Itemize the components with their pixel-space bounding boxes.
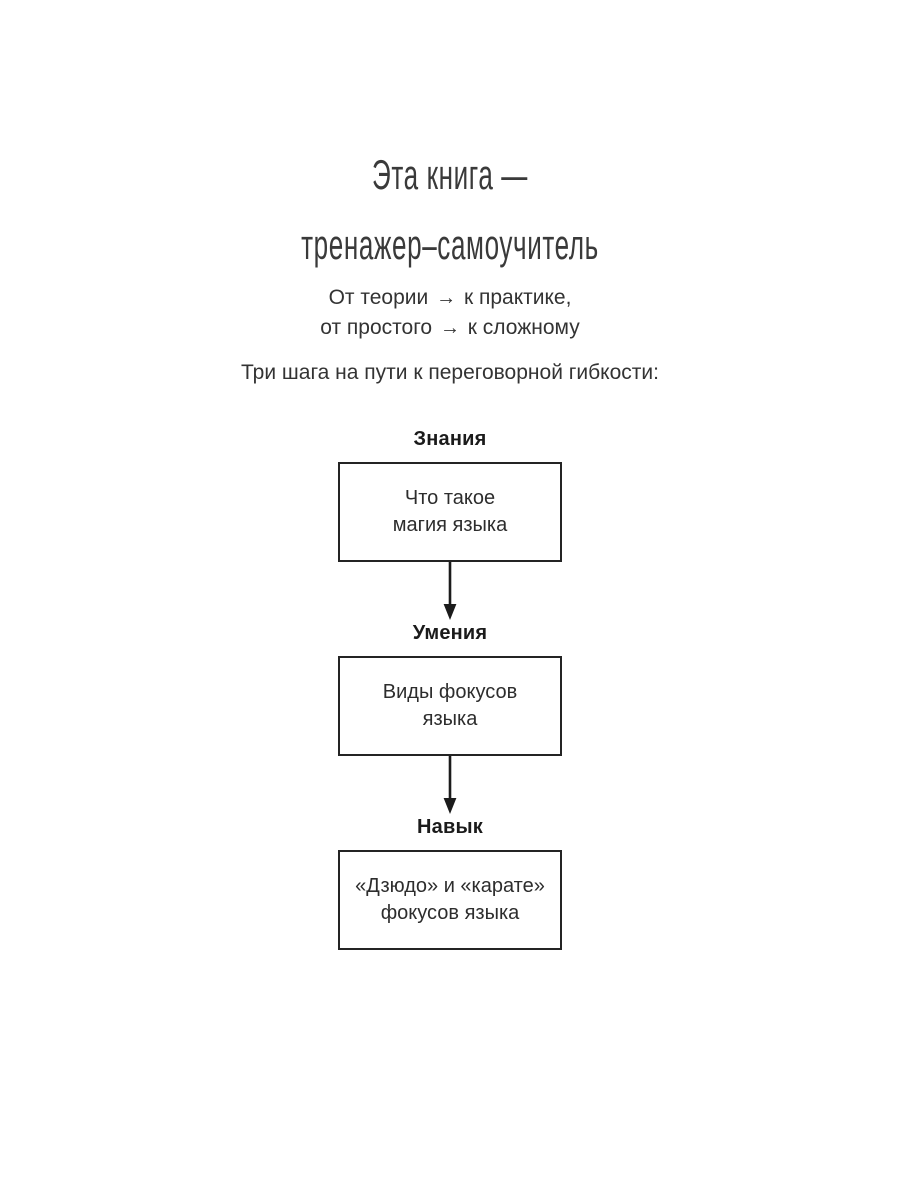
flow-arrow-2 — [0, 756, 900, 816]
subtitle-line-2-after: к сложному — [467, 315, 580, 339]
stage-label-skills: Умения — [412, 622, 488, 644]
flow-stage-mastery: Навык «Дзюдо» и «карате» фокусов языка — [0, 816, 900, 950]
down-arrow-icon — [443, 756, 457, 814]
page-title-line-1: Эта книга — — [372, 151, 528, 198]
stage-box-text-mastery: «Дзюдо» и «карате» фокусов языка — [355, 875, 545, 924]
stage-box-skills: Виды фокусов языка — [338, 656, 562, 756]
subtitle-block: От теории → к практике, от простого → к … — [0, 283, 900, 343]
stage-box-knowledge: Что такое магия языка — [338, 462, 562, 562]
subtitle-line-1: От теории → к практике, — [0, 283, 900, 313]
stage-label-mastery: Навык — [417, 816, 483, 838]
flow-stage-skills: Умения Виды фокусов языка — [0, 622, 900, 756]
subtitle-line-1-before: От теории — [328, 286, 429, 309]
stage-box-text-skills: Виды фокусов языка — [382, 681, 518, 730]
right-arrow-icon: → — [439, 316, 460, 339]
stage-box-text-knowledge: Что такое магия языка — [392, 487, 508, 536]
subtitle-line-2-before: от простого — [320, 315, 433, 339]
stage-label-knowledge: Знания — [413, 428, 487, 450]
page-title-line-2: тренажер–самоучитель — [301, 220, 599, 268]
flow-stage-knowledge: Знания Что такое магия языка — [0, 428, 900, 562]
flow-chart: Знания Что такое магия языка Умения Виды… — [0, 428, 900, 950]
subtitle-line-1-after: к практике, — [463, 286, 572, 309]
down-arrow-icon — [443, 562, 457, 620]
stage-box-mastery: «Дзюдо» и «карате» фокусов языка — [338, 850, 562, 950]
flow-arrow-1 — [0, 562, 900, 622]
lead-text: Три шага на пути к переговорной гибкости… — [241, 361, 659, 384]
right-arrow-icon: → — [436, 287, 457, 309]
page-title: Эта книга — тренажер–самоучитель — [0, 148, 900, 272]
subtitle-line-2: от простого → к сложному — [0, 313, 900, 343]
